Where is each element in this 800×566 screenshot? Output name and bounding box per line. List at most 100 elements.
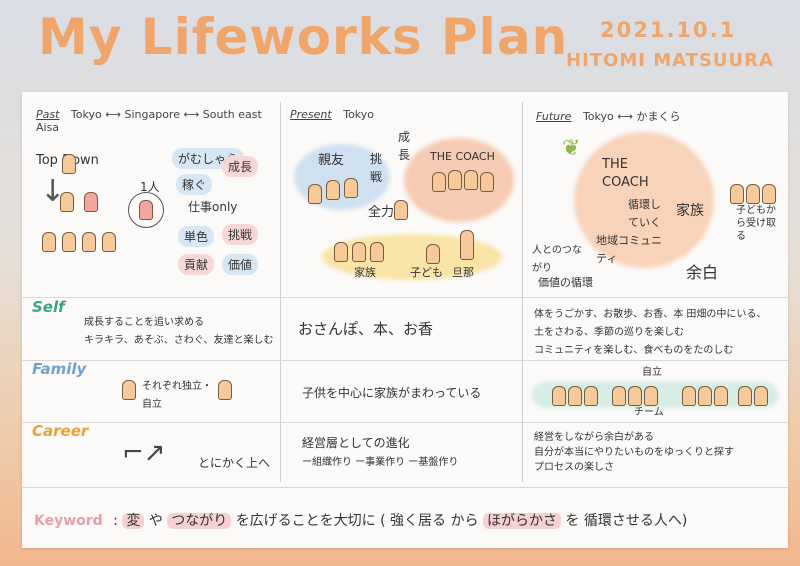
person-icon [432,172,446,192]
career-present-title: 経営層としての進化 [302,436,410,450]
person-icon [698,386,712,406]
career-future-item: 経営をしながら余白がある [534,432,654,443]
person-icon [344,178,358,198]
person-icon [754,386,768,406]
slack-label: 余白 [686,263,719,282]
tag: 成長 [222,156,259,177]
divider [22,297,788,298]
plan-sheet: Past Tokyo ⟷ Singapore ⟷ South east Aisa… [22,92,788,548]
career-future: 経営をしながら余白がある 自分が本当にやりたいものをゆっくりと探す プロセスの楽… [534,430,734,475]
person-icon [746,184,760,204]
present-header: Present Tokyo [290,108,374,121]
person-icon [738,386,752,406]
full-power-label: 全力 [368,205,395,220]
future-label: Future [536,110,572,123]
person-icon [584,386,598,406]
person-icon [334,242,348,262]
author-name: HITOMI MATSUURA [566,50,774,71]
present-place: Tokyo [343,108,375,121]
divider [22,487,788,488]
present-label: Present [290,108,332,121]
career-future-item: プロセスの楽しさ [534,462,614,473]
person-icon [122,380,136,400]
person-icon [568,386,582,406]
page-title: My Lifeworks Plan [38,8,569,66]
keyword-line: Keyword : 変 や つながり を広げることを大切に ( 強く居る から … [34,510,687,530]
divider [522,102,523,482]
family-label: 家族 [676,203,704,219]
family-past: それぞれ独立・自立 [142,381,212,410]
past-label: Past [36,108,60,121]
person-icon [394,200,408,220]
tag: 価値 [222,254,259,275]
family-present: 子供を中心に家族がまわっている [302,386,482,400]
husband-label: 旦那 [452,266,474,279]
future-blob [574,132,714,268]
tag: 挑戦 [222,224,259,245]
person-icon [552,386,566,406]
future-header: Future Tokyo ⟷ かまくら [536,108,681,124]
future-place: Tokyo ⟷ かまくら [582,110,681,123]
tag: 仕事only [182,196,244,217]
person-icon [62,232,76,252]
keyword-text: を 循環させる人へ) [565,513,688,529]
stairs-icon: ⌐↗ [122,438,166,468]
row-label-family: Family [32,360,87,378]
one-person-label: 1人 [140,180,160,194]
family-future-bottom: チーム [634,407,664,418]
family-label: 家族 [354,266,376,279]
children-label: 子ども [410,266,443,279]
row-label-career: Career [32,422,89,440]
date-label: 2021.10.1 [600,18,737,42]
person-icon [352,242,366,262]
keyword-colon: : [113,513,118,529]
person-icon [612,386,626,406]
person-icon [714,386,728,406]
person-icon [426,244,440,264]
person-icon [84,192,98,212]
growth-label: 成長 [398,130,411,162]
connection-label: 人とのつながり [532,245,582,274]
person-icon [628,386,642,406]
keyword-label: Keyword [34,513,103,529]
career-future-item: 自分が本当にやりたいものをゆっくりと探す [534,447,734,458]
keyword-text: 変 [122,513,145,529]
person-icon [370,242,384,262]
keyword-text: つながり [167,513,232,529]
children-receive-label: 子どもから受け取る [736,205,776,242]
person-icon [460,230,474,260]
divider [22,360,788,361]
keyword-text: を広げることを大切に ( 強く居る から [235,513,479,529]
row-label-self: Self [32,298,65,316]
past-header: Past Tokyo ⟷ Singapore ⟷ South east Aisa [36,108,276,134]
person-icon [42,232,56,252]
person-icon [464,170,478,190]
person-icon [308,184,322,204]
divider [22,422,788,423]
value-cycle-label: 価値の循環 [538,276,593,289]
self-past: 成長することを追い求める キラキラ、あそぶ、さわぐ、友達と楽しむ [84,317,274,346]
sprout-icon: ❦ [562,136,581,161]
keyword-text: ほがらかさ [482,513,561,529]
tag: 貢献 [178,254,215,275]
tag: 稼ぐ [176,174,213,195]
community-label: 地域コミュニティ [596,234,662,265]
person-icon [762,184,776,204]
career-past: とにかく上へ [198,456,271,470]
person-icon [218,380,232,400]
person-icon [326,180,340,200]
challenge-label: 挑戦 [370,152,383,184]
tag: 単色 [178,226,215,247]
self-future: 体をうごかす、お散歩、お香、本 田畑の中にいる、 土をさわる、季節の巡りを楽しむ… [534,309,767,356]
coach-label: THE COACH [430,150,495,163]
self-present: おさんぽ、本、お香 [298,320,434,338]
self-circle [128,192,164,228]
person-icon [480,172,494,192]
person-icon [644,386,658,406]
career-present: ー組織作り ー事業作り ー基盤作り [302,457,459,468]
person-icon [730,184,744,204]
friends-label: 親友 [318,153,345,168]
person-icon [682,386,696,406]
person-icon [102,232,116,252]
cycle-label: 循環していく [628,198,661,229]
